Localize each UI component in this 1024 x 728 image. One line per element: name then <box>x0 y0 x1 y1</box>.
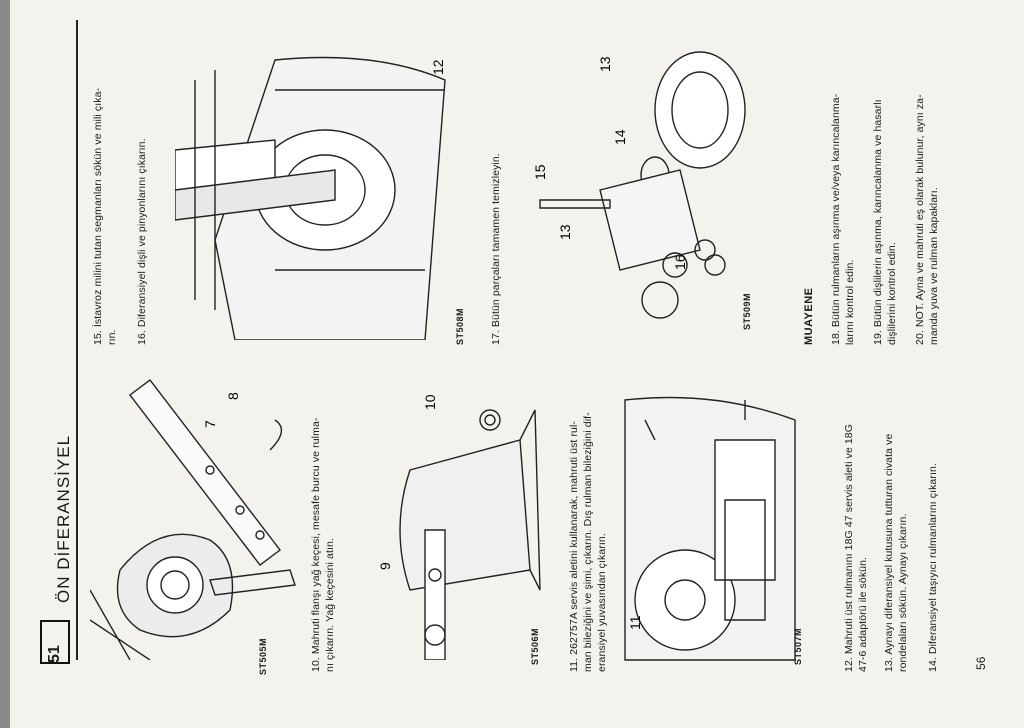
figure-st507m: 11 <box>615 380 805 670</box>
figure-st508m: 12 <box>174 40 455 341</box>
step-17-line-1: 17. Bütün parçaları tamamen temizleyin. <box>490 153 502 345</box>
figure-st506m-drawing: 9 10 <box>377 394 541 661</box>
step-20-line-2: manda yuva ve rulman kapakları. <box>928 187 940 345</box>
step-16-line-1: 16. Diferansiyel dişli ve pinyonlarını ç… <box>136 138 148 345</box>
figure-code-st509m: ST509M <box>742 292 752 330</box>
figure-st506m: 9 10 <box>370 380 550 661</box>
step-15-line-2: rın. <box>106 329 118 345</box>
step-11-line-1: 11. 262757A servis aletini kullanarak, m… <box>568 420 580 672</box>
callout-14: 14 <box>612 129 628 145</box>
callout-15: 15 <box>532 164 548 180</box>
step-18-line-2: larını kontrol edin. <box>844 259 856 345</box>
figure-code-st508m: ST508M <box>455 307 465 345</box>
step-18-line-1: 18. Bütün rulmanların aşınma ve/veya kar… <box>830 93 842 345</box>
figure-st505m-drawing: 7 8 <box>89 379 296 661</box>
section-heading-muayene: MUAYENE <box>803 287 815 346</box>
figure-code-st505m: ST505M <box>258 637 268 675</box>
header-rule <box>76 20 78 660</box>
callout-16: 16 <box>672 254 688 270</box>
callout-12: 12 <box>430 59 446 75</box>
figure-st509m-drawing: 13 14 15 13 16 <box>532 51 746 319</box>
step-19-line-2: dişlilerini kontrol edin. <box>886 242 898 345</box>
step-11-line-3: eransiyel yuvasından çıkarın. <box>596 533 608 672</box>
callout-7: 7 <box>202 420 218 428</box>
callout-13-top: 13 <box>597 56 613 72</box>
step-15-line-1: 15. İstavroz milini tutan segmanları sök… <box>92 87 104 345</box>
figure-st507m-drawing: 11 <box>624 396 796 661</box>
chapter-number-box <box>40 620 70 664</box>
step-10-line-2: nı çıkarın. Yağ keçesini atın. <box>324 538 336 672</box>
page-edge-shadow <box>0 0 10 728</box>
step-19-line-1: 19. Bütün dişlilerin aşınma, karıncalanm… <box>872 99 884 345</box>
chapter-title: ÖN DİFERANSİYEL <box>54 434 73 603</box>
figure-code-st507m: ST507M <box>793 627 803 665</box>
callout-8: 8 <box>225 392 241 400</box>
step-13-line-2: rondelaları sökün. Aynayı çıkarın. <box>897 513 909 672</box>
step-12-line-2: 47-6 adaptörü ile sökün. <box>857 556 869 672</box>
callout-11: 11 <box>627 615 643 630</box>
figure-st509m: 13 14 15 13 16 <box>530 50 760 330</box>
chapter-number: 51 <box>46 645 63 663</box>
step-13-line-1: 13. Aynayı diferansiyel kutusuna tuttura… <box>883 433 895 672</box>
figure-st505m: 7 8 <box>89 370 300 661</box>
callout-9: 9 <box>377 562 393 570</box>
step-14-line-1: 14. Diferansiyel taşıyıcı rulmanlarını ç… <box>927 463 939 672</box>
step-12-line-1: 12. Mahruti üst rulmanını 18G 47 servis … <box>843 424 855 672</box>
step-20-line-1: 20. NOT. Ayna ve mahruti eş olarak bulun… <box>914 94 926 345</box>
callout-13-bottom: 13 <box>557 224 573 240</box>
callout-10: 10 <box>422 394 438 410</box>
step-10-line-1: 10. Mahruti flanşı yağ keçesi, mesafe bu… <box>310 417 322 673</box>
figure-code-st506m: ST506M <box>530 627 540 665</box>
step-11-line-2: man bileziğini ve şimi, çıkarın. Dış rul… <box>582 412 594 672</box>
page-number: 56 <box>974 656 988 670</box>
figure-st508m-drawing: 12 <box>174 56 446 341</box>
